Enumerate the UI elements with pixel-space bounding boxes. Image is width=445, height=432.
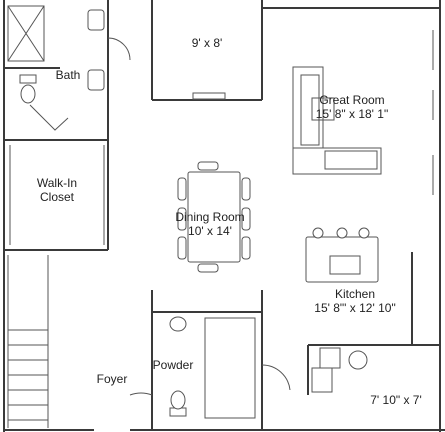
patio-window [192,92,226,100]
kitchen-counters [307,252,440,395]
powder-room-walls [129,290,291,430]
room-dims-kitchen: 15' 8"' x 12' 10" [314,301,396,315]
bath-wing-walls [4,0,131,251]
kitchen-island [305,227,379,283]
room-name-great-room: Great Room [319,93,385,107]
room-label-bath: Bath [55,68,81,82]
room-label-walk-in-line1: Walk-In [36,176,78,190]
room-dims-pantry: 7' 10" x 7' [370,393,422,407]
sectional-sofa [292,66,382,175]
room-dims-dining-room: 10' x 14' [188,224,232,238]
room-label-walk-in-line2: Closet [39,190,74,204]
staircase [7,255,49,428]
dining-table [177,161,251,273]
powder-toilet [169,316,187,417]
room-label-kitchen: Kitchen 15' 8"' x 12' 10" [300,287,410,315]
room-label-walk-in-closet: Walk-In Closet [22,176,92,204]
room-label-great-room: Great Room 15' 8" x 18' 1" [296,93,408,121]
room-dims-patio: 9' x 8' [191,36,223,50]
exterior-walls [3,0,445,432]
room-name-kitchen: Kitchen [334,287,376,301]
room-dims-great-room: 15' 8" x 18' 1" [315,107,389,121]
room-label-foyer: Foyer [96,372,128,386]
room-label-powder: Powder [152,358,194,372]
room-name-dining-room: Dining Room [175,210,245,224]
bath-toilet [19,74,37,104]
room-label-dining-room: Dining Room 10' x 14' [160,210,260,238]
